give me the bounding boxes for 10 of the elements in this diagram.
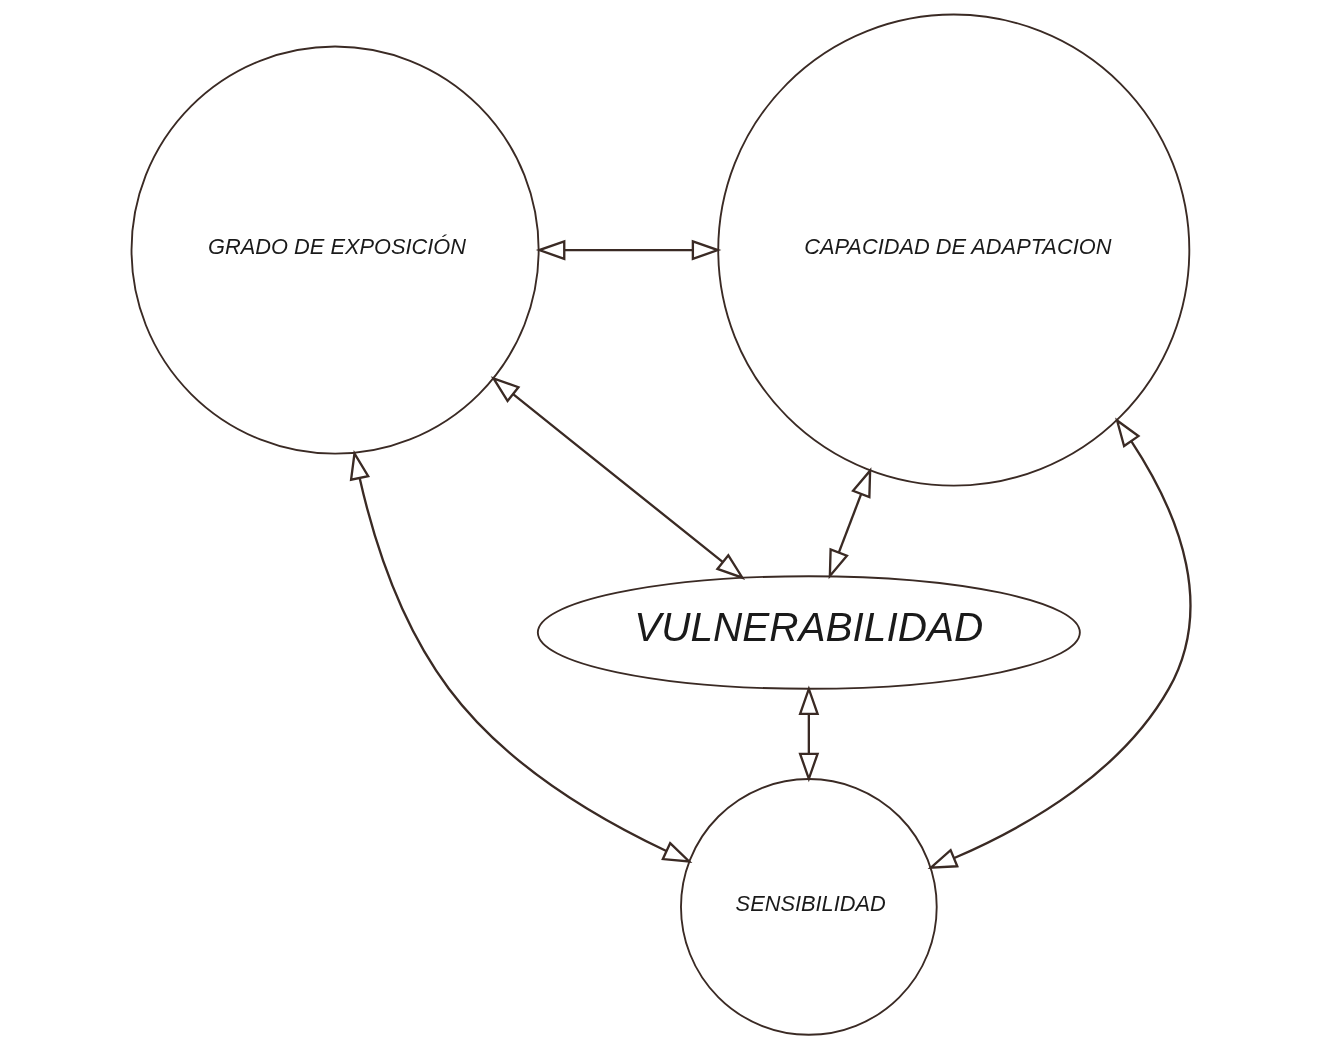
arrow (797, 685, 819, 783)
arrow (828, 467, 871, 580)
arrow (927, 417, 1192, 870)
node-ellipse: VULNERABILIDAD (536, 575, 1081, 690)
node-circle: SENSIBILIDAD (679, 778, 938, 1036)
node-circle: CAPACIDAD DE ADAPTACION (716, 13, 1190, 487)
arrow (490, 376, 745, 580)
arrow (535, 239, 721, 261)
arrow (349, 450, 692, 863)
node-circle: GRADO DE EXPOSICIÓN (130, 45, 540, 455)
